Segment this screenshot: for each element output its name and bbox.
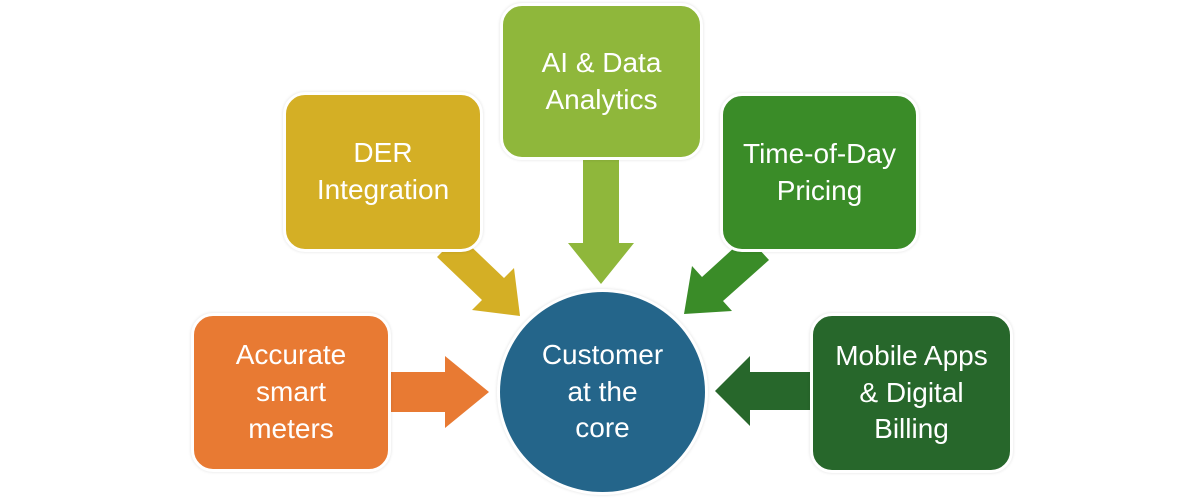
arrow-down-right-der-integration [437, 235, 520, 316]
arrow-left-mobile-apps-digital-billing [715, 356, 810, 426]
arrow-down-ai-data-analytics [568, 156, 634, 284]
center-circle-label: Customer at the core [541, 338, 664, 444]
node-label-ai-data-analytics: AI & Data Analytics [541, 46, 662, 115]
node-label-der-integration: DER Integration [316, 137, 450, 205]
node-time-of-day-pricing: Time-of-Day Pricing [720, 93, 919, 252]
node-ai-data-analytics: AI & Data Analytics [500, 3, 703, 160]
center-circle-customer-at-the-core: Customer at the core [497, 289, 708, 495]
arrow-right-accurate-smart-meters [390, 356, 489, 428]
node-label-accurate-smart-meters: Accurate smart meters [235, 339, 347, 444]
node-der-integration: DER Integration [283, 92, 483, 252]
node-label-time-of-day-pricing: Time-of-Day Pricing [743, 137, 896, 206]
node-accurate-smart-meters: Accurate smart meters [191, 313, 391, 472]
node-label-mobile-apps-digital-billing: Mobile Apps & Digital Billing [835, 339, 988, 445]
arrow-down-left-time-of-day-pricing [684, 236, 769, 314]
node-mobile-apps-digital-billing: Mobile Apps & Digital Billing [810, 313, 1013, 473]
